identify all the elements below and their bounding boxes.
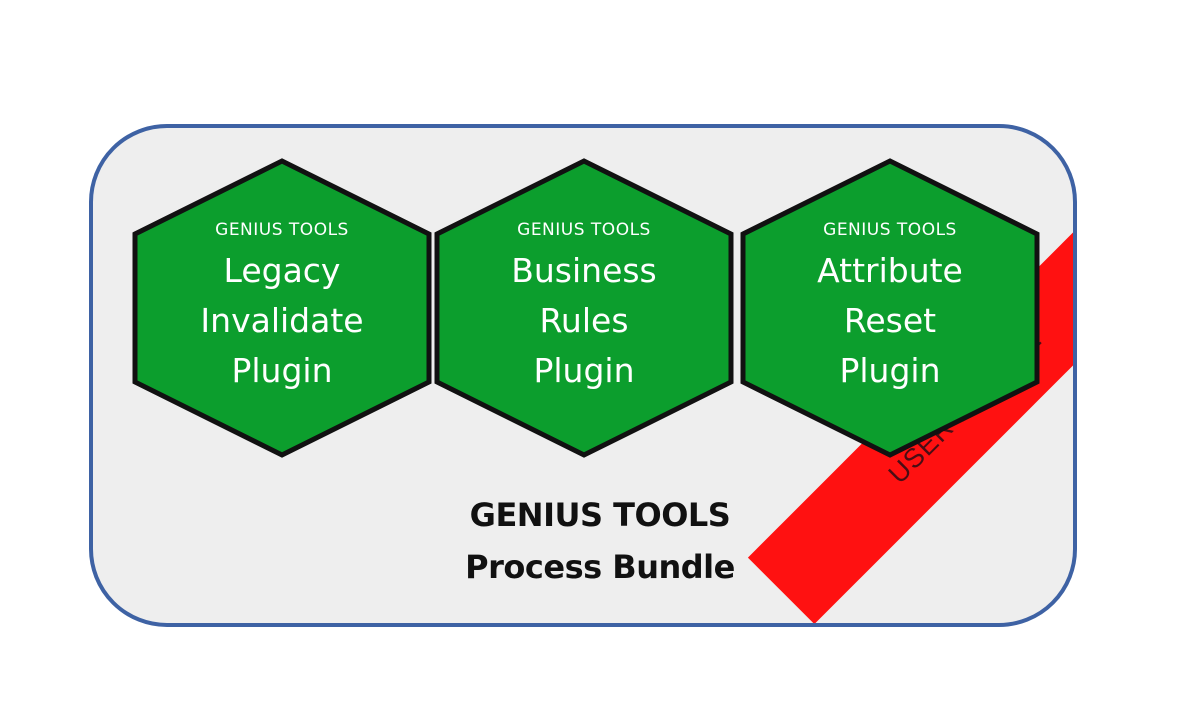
bundle-title-line2: Process Bundle — [465, 548, 735, 586]
hexagon-shape — [434, 158, 734, 458]
plugin-hexagon-business-rules: GENIUS TOOLS Business Rules Plugin — [433, 158, 735, 458]
plugin-hexagon-attribute-reset: GENIUS TOOLS Attribute Reset Plugin — [739, 158, 1041, 458]
bundle-title-line1: GENIUS TOOLS — [469, 496, 731, 534]
plugin-eyebrow: GENIUS TOOLS — [517, 220, 651, 240]
plugin-name-line: Plugin — [231, 351, 333, 390]
plugin-name-line: Plugin — [839, 351, 941, 390]
bundle-title: GENIUS TOOLS Process Bundle — [350, 489, 850, 593]
plugin-name-line: Invalidate — [200, 301, 364, 340]
plugin-name-line: Business — [511, 251, 657, 290]
hexagon-shape — [740, 158, 1040, 458]
plugin-name-line: Legacy — [223, 251, 341, 290]
plugin-eyebrow: GENIUS TOOLS — [215, 220, 349, 240]
plugin-name-line: Rules — [539, 301, 629, 340]
plugin-eyebrow: GENIUS TOOLS — [823, 220, 957, 240]
plugin-hexagon-legacy-invalidate: GENIUS TOOLS Legacy Invalidate Plugin — [131, 158, 433, 458]
plugin-name-line: Attribute — [817, 251, 963, 290]
plugin-name-line: Reset — [843, 301, 937, 340]
plugin-name-line: Plugin — [533, 351, 635, 390]
hexagon-shape — [132, 158, 432, 458]
